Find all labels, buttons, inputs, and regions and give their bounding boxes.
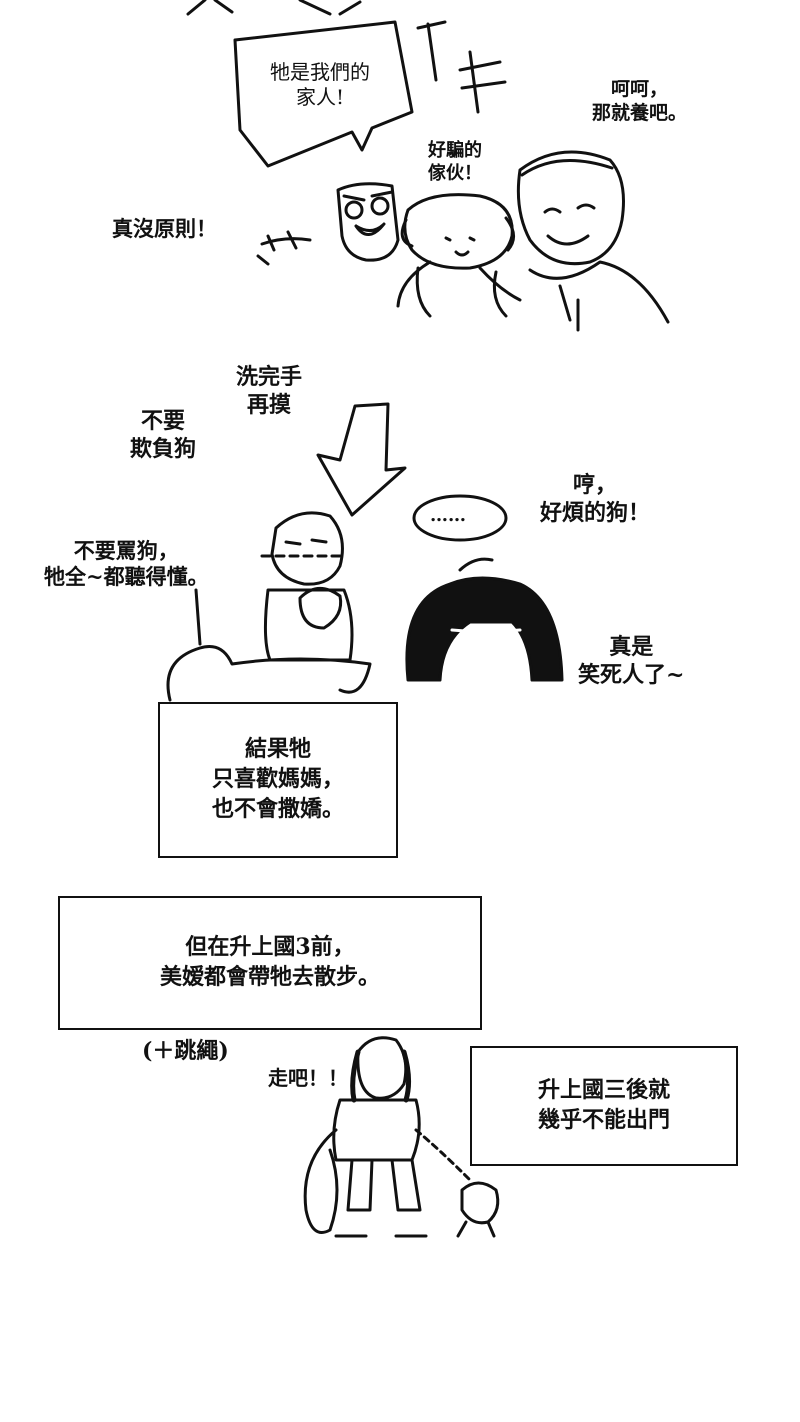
anger-marks [256, 230, 312, 266]
speech-bubble-outline [233, 20, 414, 168]
shouting-face [336, 182, 400, 262]
ellipsis-bubble [412, 494, 508, 542]
couch-outline [166, 588, 372, 702]
caption-box-mom-only: 結果牠 只喜歡媽媽， 也不會撒嬌。 [158, 702, 398, 858]
jump-rope-text: (＋跳繩) [142, 1038, 229, 1064]
speech-bubble-text: 牠是我們的 家人! [270, 60, 370, 109]
liar-comment-text: 好騙的 傢伙！ [428, 140, 482, 184]
wash-hands-text: 洗完手 再摸 [236, 364, 303, 418]
top-scribble-mid [298, 0, 362, 16]
ellipsis-text: …… [430, 505, 466, 526]
caption-box-after-grade: 升上國三後就 幾乎不能出門 [470, 1046, 738, 1166]
sfx-strokes [416, 20, 507, 114]
girl-walking [303, 1036, 472, 1238]
top-scribble-left [186, 0, 234, 16]
mom-figure [263, 511, 354, 662]
annoying-dog-text: 哼， 好煩的狗！ [540, 472, 651, 526]
no-bully-text: 不要 欺負狗 [130, 408, 197, 462]
lets-go-text: 走吧！！ [268, 1066, 348, 1090]
caption-box-walks: 但在升上國3前， 美嫒都會帶牠去散步。 [58, 896, 482, 1030]
dad-line-text: 呵呵， 那就養吧。 [592, 78, 688, 124]
fluffy-dog [396, 193, 522, 308]
so-funny-text: 真是 笑死人了~ [578, 634, 685, 688]
small-dog-walking [456, 1181, 500, 1238]
small-dog-held [298, 587, 343, 630]
down-arrow [316, 402, 407, 517]
dad-figure [415, 150, 670, 332]
no-principles-text: 真沒原則！ [112, 216, 217, 241]
no-scold-text: 不要罵狗， 牠全~都聽得懂。 [44, 538, 209, 590]
sister-head [405, 557, 564, 682]
